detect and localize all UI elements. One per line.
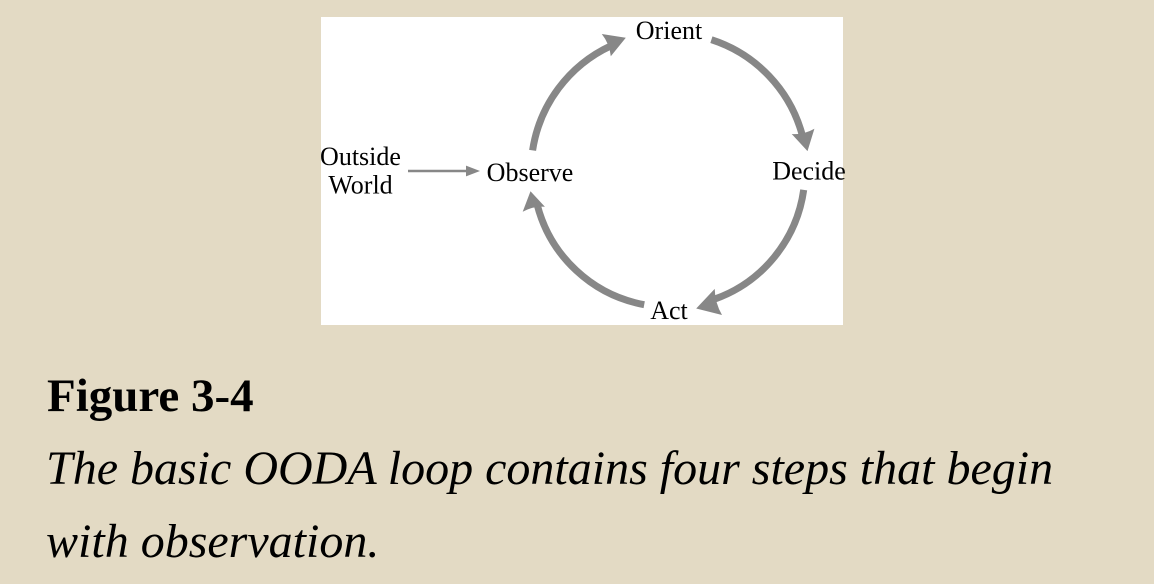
svg-text:Decide: Decide bbox=[772, 157, 846, 186]
svg-text:World: World bbox=[328, 171, 392, 200]
svg-text:The basic OODA loop contains f: The basic OODA loop contains four steps … bbox=[46, 442, 1053, 495]
svg-text:with observation.: with observation. bbox=[46, 515, 379, 568]
svg-text:Figure 3-4: Figure 3-4 bbox=[47, 370, 254, 422]
svg-text:Outside: Outside bbox=[320, 142, 401, 171]
svg-text:Act: Act bbox=[650, 296, 688, 325]
svg-text:Observe: Observe bbox=[487, 158, 574, 187]
svg-text:Orient: Orient bbox=[636, 16, 703, 45]
